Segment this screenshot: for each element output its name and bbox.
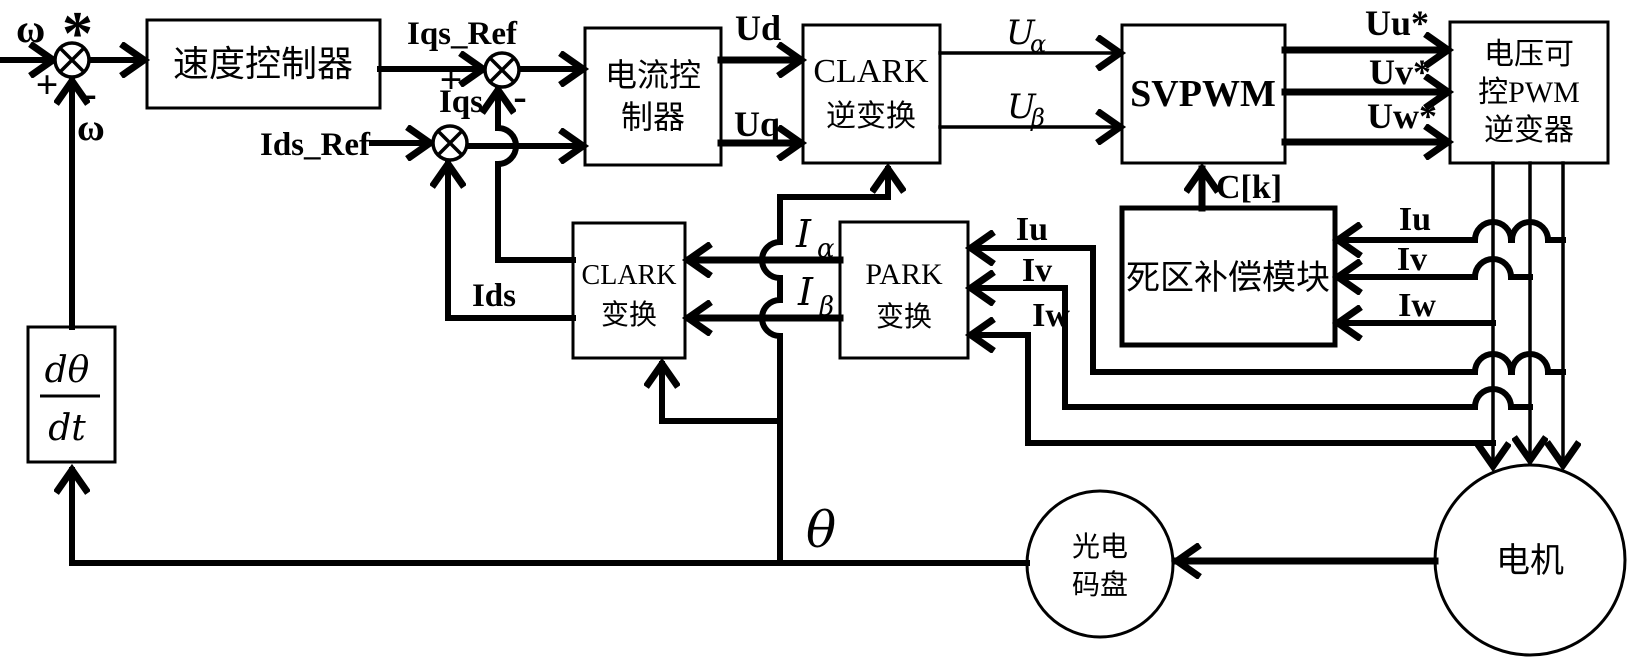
encoder-label-2: 码盘 <box>1072 569 1128 601</box>
ids-ref-label: Ids_Ref <box>260 127 371 163</box>
iw-comp-label: Iw <box>1398 287 1436 324</box>
iw-park-label: Iw <box>1032 297 1070 334</box>
clark-transform-box <box>571 221 687 360</box>
speed-controller-label: 速度控制器 <box>173 44 353 84</box>
current-controller-box <box>583 26 723 167</box>
i-beta-base: I <box>797 270 814 314</box>
uv-ref-label: Uv* <box>1369 52 1431 92</box>
u-alpha-subscript: α <box>1030 30 1046 58</box>
u-beta-label: U β <box>1007 87 1045 132</box>
u-beta-base: U <box>1007 87 1037 127</box>
sum-junction-ids <box>431 124 469 162</box>
sum1-plus-sign: + <box>36 62 59 107</box>
i-beta-subscript: β <box>818 292 834 322</box>
iv-comp-label: Iv <box>1397 241 1427 278</box>
clark-transform-label-2: 变换 <box>601 299 657 331</box>
wire-theta-to-clark-transform <box>662 364 783 424</box>
iu-park-label: Iu <box>1016 211 1048 248</box>
wire-ids-feedback <box>448 164 576 321</box>
svpwm-box <box>1120 23 1287 165</box>
sum-junction-iqs <box>483 51 521 89</box>
i-alpha-label: I α <box>795 212 835 264</box>
deadzone-module-box <box>1119 205 1338 348</box>
u-beta-subscript: β <box>1030 104 1045 132</box>
motor-label: 电机 <box>1496 542 1564 580</box>
differentiator-numerator: dθ <box>45 350 90 391</box>
pwm-inverter-box <box>1448 20 1610 165</box>
sum2-plus-sign: + <box>440 57 463 102</box>
iqs-ref-label: Iqs_Ref <box>407 16 518 52</box>
park-transform-box <box>838 220 970 360</box>
pwm-inverter-label-3: 逆变器 <box>1484 114 1574 147</box>
speed-controller-box <box>145 18 382 110</box>
wire-iu-to-park <box>971 248 1566 375</box>
pwm-inverter-label-1: 电压可 <box>1484 38 1574 71</box>
wire-iw-to-park <box>971 335 1496 446</box>
park-transform-label-1: PARK <box>865 258 943 291</box>
i-alpha-base: I <box>795 212 812 256</box>
sum-junction-speed <box>53 41 91 79</box>
wire-iu-to-deadzone <box>1338 219 1566 240</box>
ck-label: C[k] <box>1216 169 1282 206</box>
speed-feedback-label: ω <box>77 107 105 149</box>
sum2-minus-sign: - <box>513 74 526 119</box>
speed-ref-label: ω <box>16 6 45 51</box>
encoder-label-1: 光电 <box>1072 531 1128 563</box>
sum1-minus-sign: - <box>83 71 96 116</box>
current-controller-label-1: 电流控 <box>605 57 701 93</box>
wire-theta-to-clark-inverse <box>759 169 888 566</box>
ud-label: Ud <box>735 8 781 48</box>
u-alpha-label: U α <box>1006 13 1046 58</box>
uu-ref-label: Uu* <box>1365 3 1429 43</box>
sum3-cross-icon <box>436 129 464 157</box>
current-controller-label-2: 制器 <box>621 99 685 135</box>
wire-iv-to-deadzone <box>1338 256 1533 277</box>
uq-label: Uq <box>734 104 780 144</box>
u-alpha-base: U <box>1006 13 1036 53</box>
sum1-cross-icon <box>58 46 86 74</box>
wire-theta-feedback-to-differentiator <box>72 470 1030 566</box>
differentiator-denominator: dt <box>48 408 86 449</box>
encoder-circle <box>1025 489 1175 639</box>
wire-iqs-feedback <box>498 90 576 263</box>
clark-transform-label-1: CLARK <box>582 260 677 291</box>
speed-ref-star: * <box>62 0 93 68</box>
i-beta-label: I β <box>797 270 834 322</box>
clark-inverse-label-1: CLARK <box>813 53 929 90</box>
sum2-cross-icon <box>488 56 516 84</box>
differentiator-fraction: dθ dt <box>40 350 100 449</box>
theta-label: θ <box>806 501 836 559</box>
svpwm-label: SVPWM <box>1130 73 1276 115</box>
i-alpha-subscript: α <box>817 234 835 264</box>
uw-ref-label: Uw* <box>1367 96 1437 136</box>
wire-iv-to-park <box>971 288 1533 410</box>
clark-inverse-label-2: 逆变换 <box>826 100 916 133</box>
deadzone-module-label: 死区补偿模块 <box>1126 259 1330 297</box>
ids-feedback-label: Ids <box>472 278 516 314</box>
clark-inverse-box <box>801 23 942 165</box>
pwm-inverter-label-2: 控PWM <box>1478 76 1580 109</box>
iqs-feedback-label: Iqs <box>439 84 483 120</box>
iu-comp-label: Iu <box>1399 201 1431 238</box>
iv-park-label: Iv <box>1022 252 1052 289</box>
park-transform-label-2: 变换 <box>876 301 932 333</box>
